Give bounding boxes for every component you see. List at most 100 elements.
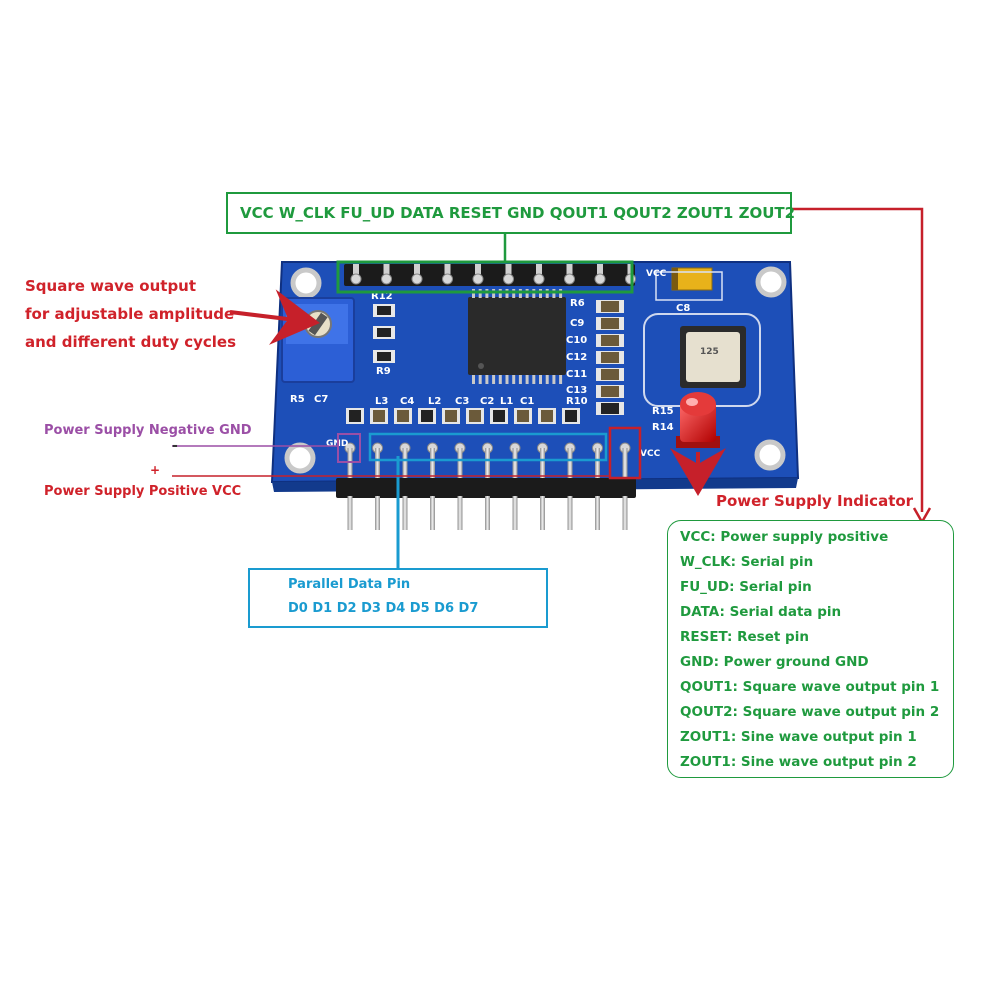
crystal-oscillator <box>643 313 761 407</box>
power-led <box>676 392 720 448</box>
label-vcc-top: VCC <box>646 269 667 279</box>
label-c11: C11 <box>566 369 587 380</box>
mounting-hole <box>290 267 322 299</box>
label-l3: L3 <box>375 396 388 407</box>
smd-component <box>442 408 460 424</box>
header-pin <box>372 442 383 530</box>
smd-component <box>394 408 412 424</box>
square-wave-line-2: for adjustable amplitude <box>25 305 235 323</box>
header-pin <box>619 442 631 530</box>
header-pin <box>482 442 493 530</box>
smd-capacitor-column <box>596 300 624 415</box>
mounting-hole <box>754 439 786 471</box>
label-c1: C1 <box>520 396 534 407</box>
smd-component <box>562 408 580 424</box>
header-pin <box>472 264 484 285</box>
header-pin <box>564 264 575 285</box>
pin-desc-zout1: ZOUT1: Sine wave output pin 1 <box>680 729 917 745</box>
dds-ic-chip <box>468 289 566 384</box>
vcc-note: Power Supply Positive VCC <box>44 484 242 499</box>
smd-component <box>466 408 484 424</box>
header-pin <box>509 442 521 530</box>
gnd-pin-highlight <box>337 433 361 463</box>
label-r15: R15 <box>652 406 674 417</box>
pin-desc-data: DATA: Serial data pin <box>680 604 842 620</box>
power-indicator-label: Power Supply Indicator <box>716 492 914 510</box>
gnd-note: Power Supply Negative GND <box>44 423 252 438</box>
pin-desc-fu-ud: FU_UD: Serial pin <box>680 579 812 595</box>
parallel-data-title: Parallel Data Pin <box>288 577 411 592</box>
header-pin <box>442 264 453 285</box>
resistors-r12-r9 <box>373 304 395 363</box>
header-pin <box>454 442 466 530</box>
smd-capacitor <box>596 317 624 330</box>
label-r10: R10 <box>566 396 588 407</box>
pin-desc-qout2: QOUT2: Square wave output pin 2 <box>680 704 940 720</box>
header-pin <box>427 442 438 530</box>
pin-desc-vcc: VCC: Power supply positive <box>680 529 889 545</box>
vcc-plus-symbol: + <box>150 463 161 477</box>
label-l2: L2 <box>428 396 441 407</box>
potentiometer-arrow <box>229 289 320 345</box>
header-pin <box>503 264 514 285</box>
label-c12: C12 <box>566 352 587 363</box>
pin-desc-zout2: ZOUT1: Sine wave output pin 2 <box>680 754 917 770</box>
label-c9: C9 <box>570 318 584 329</box>
label-vcc-bottom: VCC <box>640 449 661 459</box>
top-header-pins <box>344 264 636 286</box>
header-pin <box>594 264 606 285</box>
header-pin <box>564 442 576 530</box>
header-pin <box>411 264 423 285</box>
header-pin <box>399 442 411 530</box>
pin-desc-qout1: QOUT1: Square wave output pin 1 <box>680 679 940 695</box>
smd-capacitor <box>596 300 624 313</box>
smd-capacitor <box>596 351 624 364</box>
smd-component <box>514 408 532 424</box>
pin-desc-w-clk: W_CLK: Serial pin <box>680 554 814 570</box>
top-header-label-box: VCC W_CLK FU_UD DATA RESET GND QOUT1 QOU… <box>226 192 796 234</box>
smd-capacitor <box>596 402 624 415</box>
label-c13: C13 <box>566 385 587 396</box>
header-pin <box>381 264 392 285</box>
gnd-minus-symbol: - <box>172 438 178 454</box>
label-c7: C7 <box>314 394 328 405</box>
smd-component <box>370 408 388 424</box>
label-r14: R14 <box>652 422 674 433</box>
pin-description-box: VCC: Power supply positive W_CLK: Serial… <box>667 520 954 778</box>
top-header-label: VCC W_CLK FU_UD DATA RESET GND QOUT1 QOU… <box>240 204 796 222</box>
label-l1: L1 <box>500 396 513 407</box>
top-header-highlight <box>336 260 634 294</box>
data-pins-highlight <box>368 432 608 462</box>
capacitor-c8 <box>655 267 723 301</box>
pin-desc-reset: RESET: Reset pin <box>680 629 809 645</box>
smd-component <box>538 408 556 424</box>
pin-description-list: VCC: Power supply positive W_CLK: Serial… <box>680 525 939 775</box>
parallel-data-pins: D0 D1 D2 D3 D4 D5 D6 D7 <box>288 601 479 616</box>
square-wave-note: Square wave output for adjustable amplit… <box>25 272 236 356</box>
header-pin <box>350 264 362 285</box>
bottom-header-pins <box>336 442 636 530</box>
mounting-hole <box>755 266 787 298</box>
smd-capacitor <box>596 368 624 381</box>
label-r12: R12 <box>371 291 393 302</box>
smd-capacitor <box>596 385 624 398</box>
header-pin <box>592 442 603 530</box>
smd-component <box>490 408 508 424</box>
header-pin <box>537 442 548 530</box>
header-pin <box>533 264 545 285</box>
vcc-pin-highlight <box>608 426 642 480</box>
label-c3: C3 <box>455 396 469 407</box>
label-c8: C8 <box>676 303 690 314</box>
smd-capacitor <box>596 334 624 347</box>
smd-component <box>346 408 364 424</box>
parallel-data-box: Parallel Data Pin D0 D1 D2 D3 D4 D5 D6 D… <box>248 568 548 628</box>
square-wave-line-1: Square wave output <box>25 277 197 295</box>
smd-component <box>418 408 436 424</box>
label-r5: R5 <box>290 394 305 405</box>
potentiometer <box>281 297 355 383</box>
mounting-hole <box>284 442 316 474</box>
pin-list-connector <box>792 207 924 512</box>
square-wave-line-3: and different duty cycles <box>25 333 236 351</box>
label-r9: R9 <box>376 366 391 377</box>
